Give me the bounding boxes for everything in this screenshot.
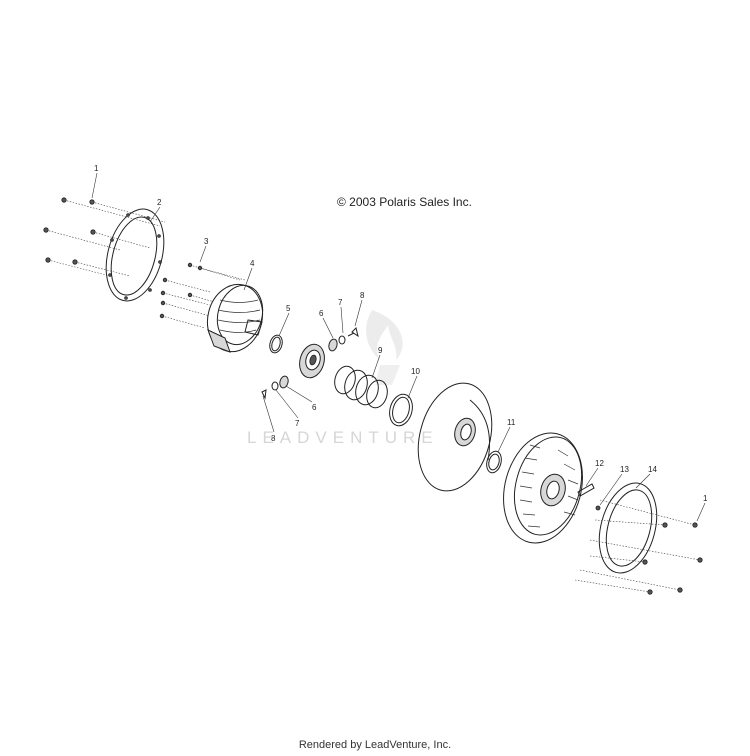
callout-8-upper: 8 bbox=[360, 291, 365, 300]
callout-4: 4 bbox=[250, 259, 255, 268]
callout-7-lower: 7 bbox=[295, 419, 300, 428]
callout-leaders bbox=[91, 172, 706, 522]
small-ring-5 bbox=[269, 334, 283, 354]
sheave-disc bbox=[417, 382, 493, 492]
pins-12-13 bbox=[577, 483, 601, 511]
callout-8-lower: 8 bbox=[271, 434, 276, 443]
callout-11: 11 bbox=[507, 418, 516, 427]
ring-11 bbox=[486, 450, 502, 474]
lower-washers bbox=[261, 375, 289, 400]
bolt-group-3 bbox=[159, 262, 246, 329]
watermark-text: LEADVENTURE bbox=[247, 428, 439, 447]
callout-1-top: 1 bbox=[94, 164, 99, 173]
footer-credit: Rendered by LeadVenture, Inc. bbox=[298, 739, 452, 751]
bolt-group-right bbox=[574, 499, 703, 595]
watermark-logo-icon bbox=[366, 310, 403, 385]
cover-housing bbox=[206, 283, 264, 353]
callout-13: 13 bbox=[620, 465, 629, 474]
callout-1-right: 1 bbox=[703, 494, 708, 503]
callout-10: 10 bbox=[411, 367, 420, 376]
ring-10 bbox=[389, 393, 413, 427]
gasket-ring-right bbox=[598, 482, 658, 574]
callout-14: 14 bbox=[648, 465, 657, 474]
callout-7-upper: 7 bbox=[338, 298, 343, 307]
upper-washers bbox=[328, 327, 359, 352]
callout-6-lower: 6 bbox=[312, 403, 317, 412]
bolt-group-left bbox=[43, 197, 166, 277]
gasket-ring-left bbox=[105, 208, 165, 302]
spring-9 bbox=[334, 365, 388, 409]
callout-6-upper: 6 bbox=[319, 309, 324, 318]
callout-5: 5 bbox=[286, 304, 291, 313]
callout-12: 12 bbox=[595, 459, 604, 468]
callout-2: 2 bbox=[157, 198, 162, 207]
callout-9: 9 bbox=[378, 346, 383, 355]
moveable-sheave bbox=[503, 432, 583, 544]
copyright-notice: © 2003 Polaris Sales Inc. bbox=[337, 195, 472, 209]
callout-3: 3 bbox=[204, 237, 209, 246]
bearing-assembly bbox=[299, 343, 325, 379]
